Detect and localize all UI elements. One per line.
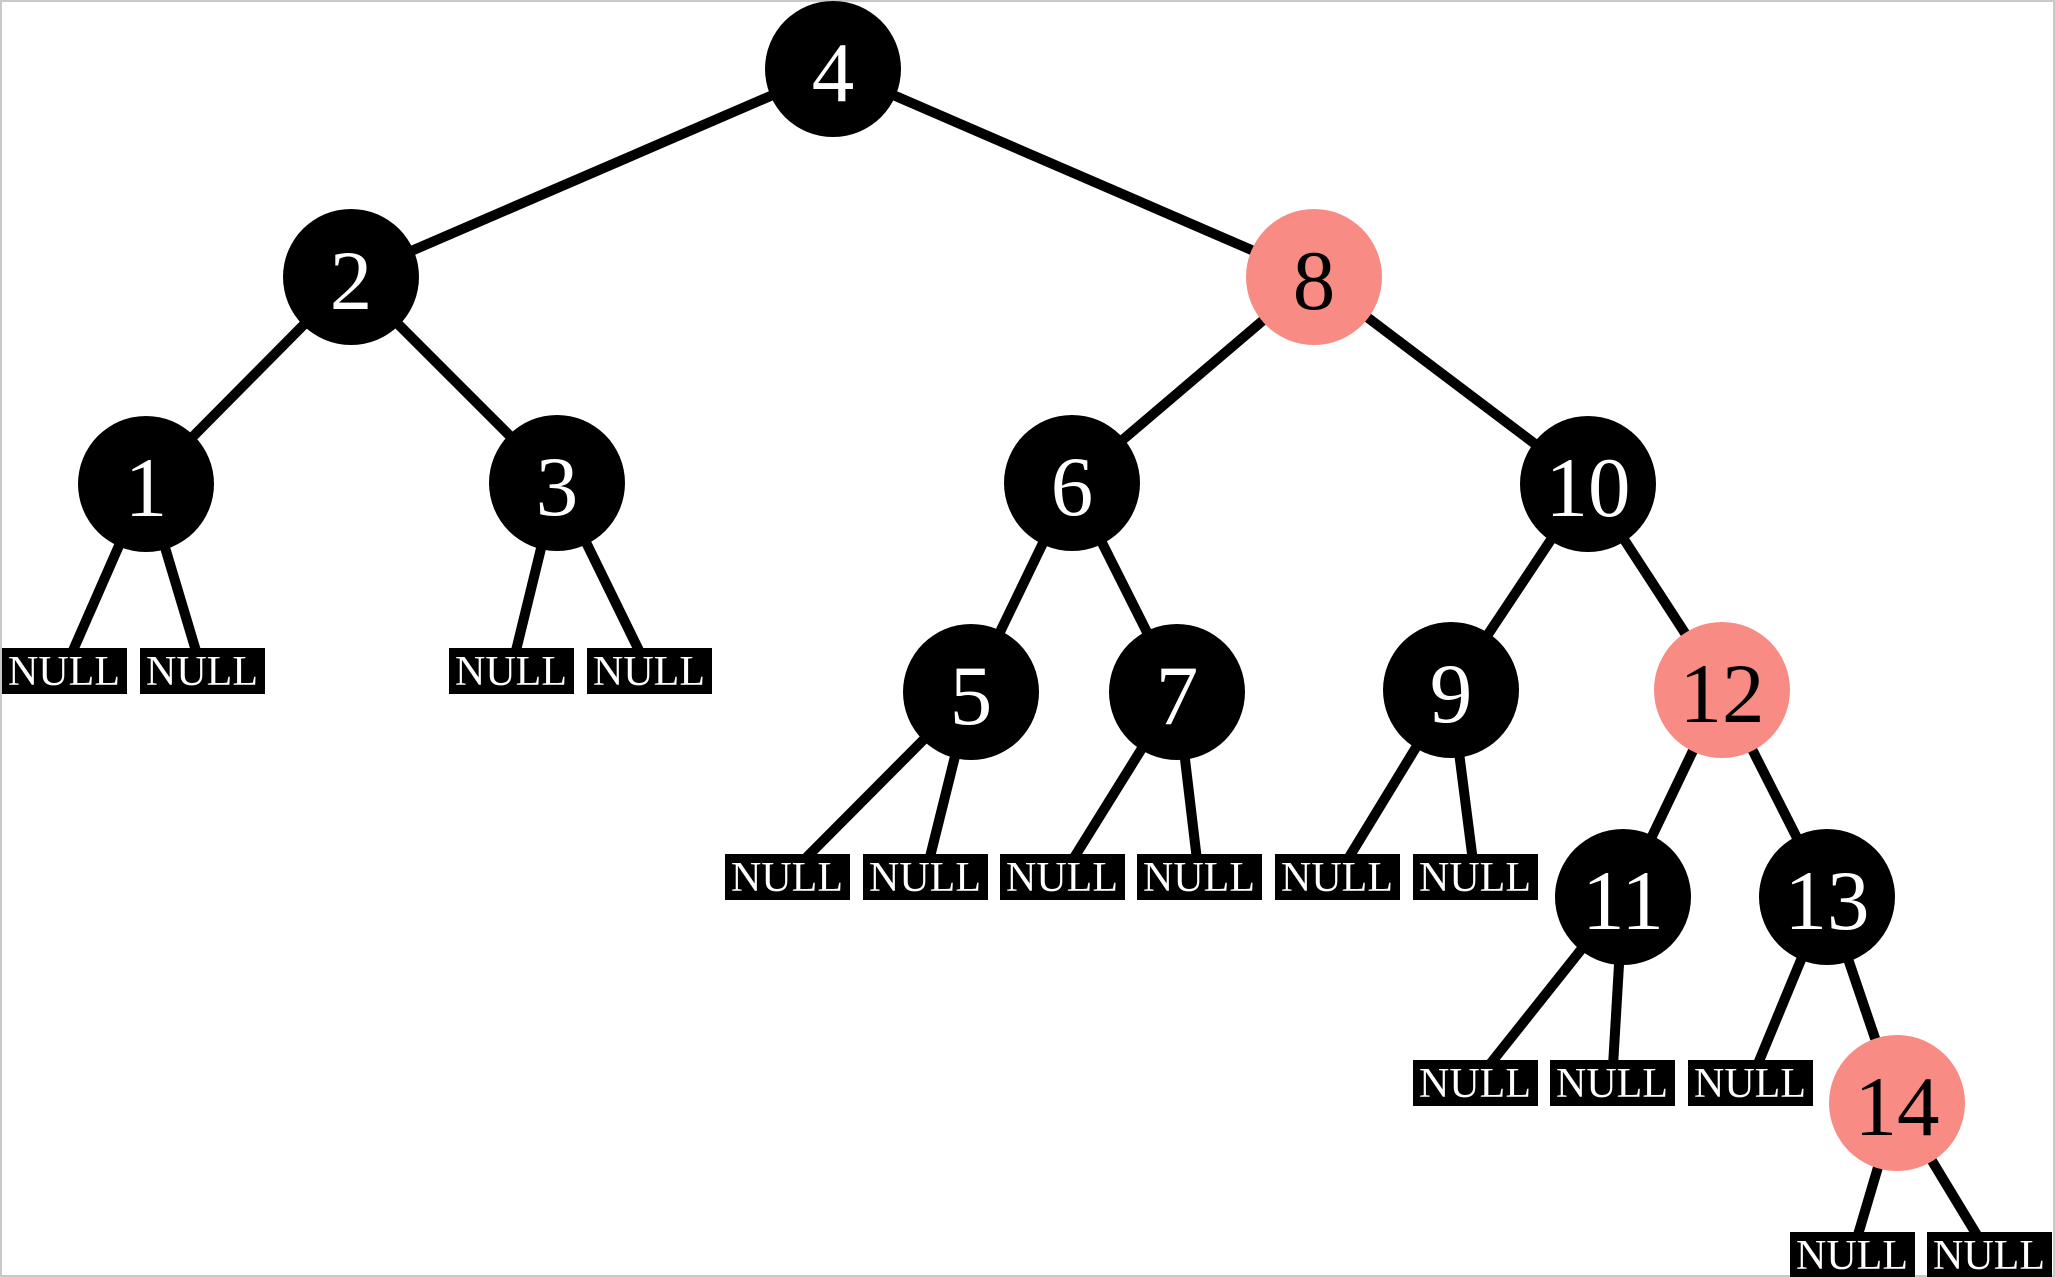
null-label: NULL [8,649,120,695]
node-13 [1759,829,1895,965]
null-label: NULL [593,649,705,695]
null-label: NULL [455,649,567,695]
node-1 [78,416,214,552]
node-4 [765,1,901,137]
node-14 [1829,1035,1965,1171]
edge-4-8 [831,64,1316,282]
null-label: NULL [1281,855,1393,901]
node-6-label: 6 [1051,440,1094,534]
node-8 [1246,209,1382,345]
node-5 [903,624,1039,760]
null-label: NULL [1006,855,1118,901]
node-2 [283,209,419,345]
node-7-label: 7 [1156,649,1199,743]
null-label: NULL [1796,1233,1908,1277]
null-box [2,648,127,694]
null-label: NULL [1556,1061,1668,1107]
node-8-label: 8 [1293,234,1336,328]
node-3 [489,415,625,551]
null-label: NULL [146,649,258,695]
node-11-label: 11 [1582,854,1664,948]
node-2-label: 2 [330,234,373,328]
null-box [1137,854,1262,900]
node-7 [1109,624,1245,760]
null-label: NULL [1933,1233,2045,1277]
node-12 [1654,622,1790,758]
node-13-label: 13 [1785,854,1870,948]
node-14-label: 14 [1855,1060,1940,1154]
node-6 [1004,415,1140,551]
node-3-label: 3 [536,440,579,534]
null-box [1550,1060,1675,1106]
node-1-label: 1 [125,441,168,535]
null-box [1275,854,1400,900]
null-box [1688,1060,1813,1106]
node-5-label: 5 [950,649,993,743]
edge-4-2 [349,64,835,282]
null-label: NULL [1419,855,1531,901]
node-10 [1520,416,1656,552]
null-label: NULL [869,855,981,901]
null-box [449,648,574,694]
null-box [140,648,265,694]
node-11 [1555,829,1691,965]
node-9-label: 9 [1430,647,1473,741]
null-label: NULL [731,855,843,901]
null-label: NULL [1419,1061,1531,1107]
node-9 [1383,622,1519,758]
null-box [1413,1060,1538,1106]
null-box [587,648,712,694]
node-10-label: 10 [1546,441,1631,535]
null-box [1000,854,1125,900]
null-box [725,854,850,900]
null-label: NULL [1143,855,1255,901]
node-12-label: 12 [1680,647,1765,741]
null-box [863,854,988,900]
null-box [1790,1232,1915,1277]
node-4-label: 4 [812,26,855,120]
null-box [1927,1232,2052,1277]
null-box [1413,854,1538,900]
null-label: NULL [1694,1061,1806,1107]
